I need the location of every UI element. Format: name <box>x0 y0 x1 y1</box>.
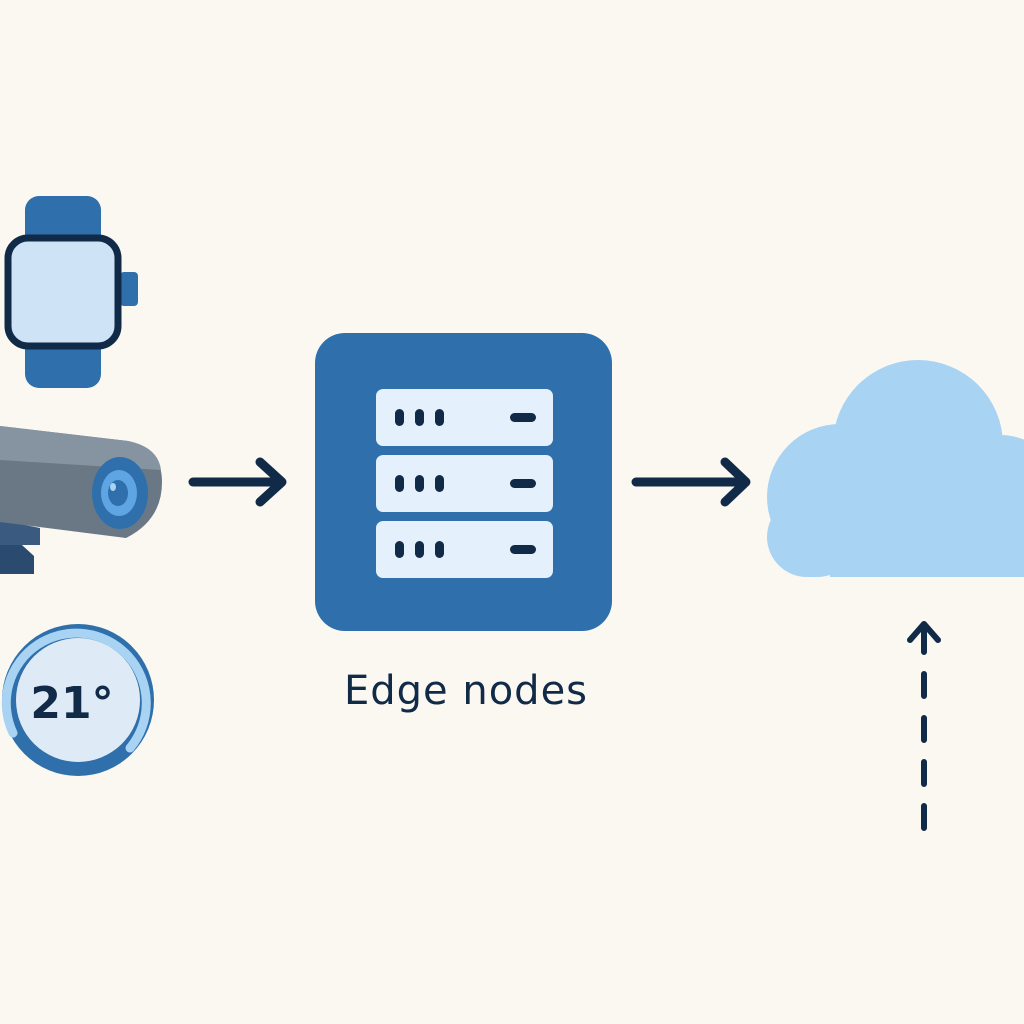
arrow-edge-to-cloud <box>631 457 751 507</box>
thermostat-icon: 21° <box>1 624 154 776</box>
security-camera-icon <box>0 426 162 574</box>
arrow-devices-to-edge <box>188 457 287 507</box>
edge-nodes-label: Edge nodes <box>343 668 589 714</box>
thermostat-reading: 21° <box>30 678 113 729</box>
smartwatch-icon <box>4 196 138 388</box>
cloud-icon <box>767 360 1024 577</box>
server-rack-icon <box>315 333 612 631</box>
dashed-arrow-up <box>907 621 941 843</box>
